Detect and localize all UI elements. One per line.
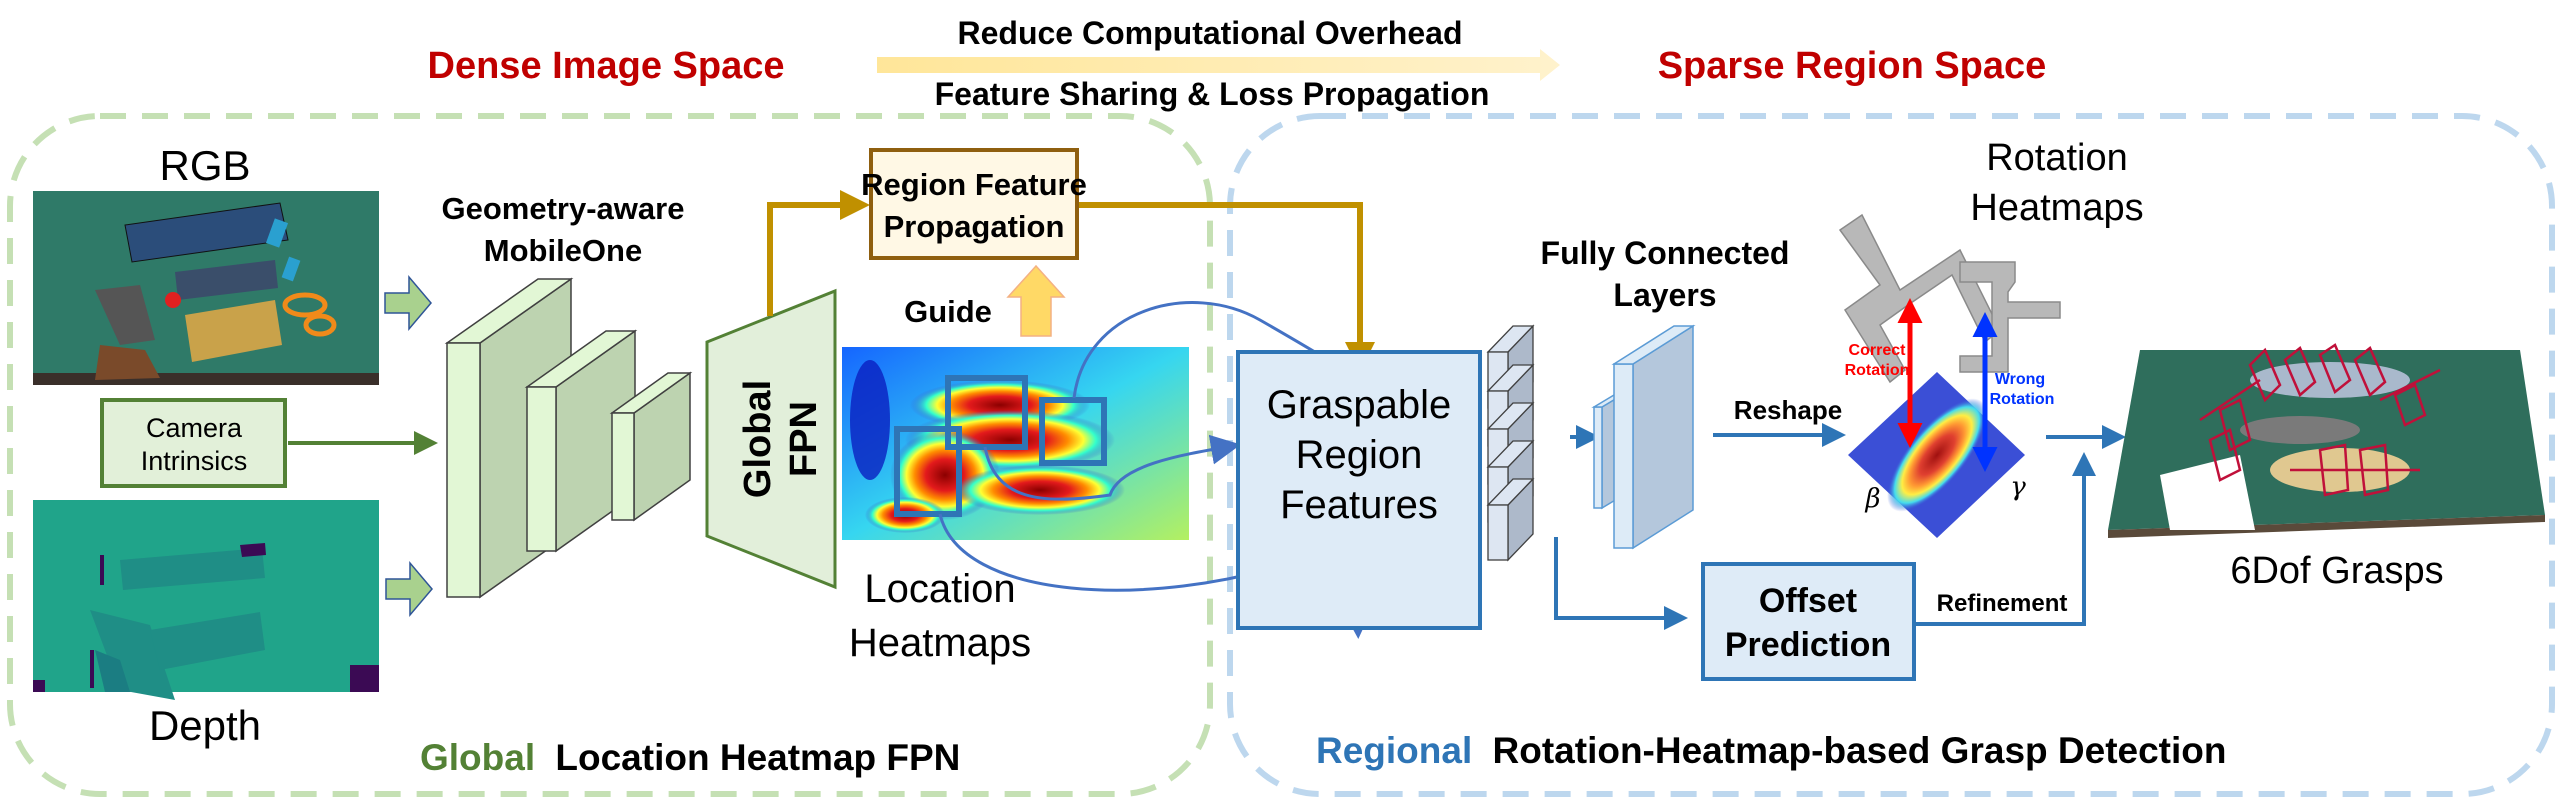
wrong-rotation-line2: Rotation — [1990, 391, 2055, 408]
rotation-heatmaps-label-line1: Rotation — [1986, 137, 2128, 179]
global-panel-title: Global Location Heatmap FPN — [420, 737, 960, 778]
region-feature-propagation-box: Region Feature Propagation — [861, 148, 1087, 260]
depth-label: Depth — [149, 702, 261, 749]
backbone-block-2 — [524, 329, 638, 553]
beta-symbol: β — [1864, 484, 1880, 514]
guide-label: Guide — [904, 294, 992, 329]
backbone-label-line1: Geometry-aware — [442, 191, 685, 226]
slices-to-offset-arrow — [1554, 537, 1688, 630]
region-feature-line1: Region Feature — [861, 167, 1087, 202]
grasps-label: 6Dof Grasps — [2230, 550, 2443, 592]
graspable-region-features-box: Graspable Region Features — [1236, 350, 1482, 630]
rgb-image — [33, 191, 379, 385]
fc-layer-large — [1611, 324, 1696, 550]
backbone-label-line2: MobileOne — [484, 233, 642, 268]
refinement-label: Refinement — [1937, 590, 2068, 617]
grasp-point-cloud-image — [2108, 343, 2545, 538]
regional-panel-title: Regional Rotation-Heatmap-based Grasp De… — [1316, 730, 2226, 771]
rgb-label: RGB — [159, 142, 250, 189]
feature-slices-stack — [1486, 324, 1535, 562]
backbone-block-3 — [609, 371, 693, 522]
feature-slice-5 — [1486, 477, 1535, 562]
reshape-label: Reshape — [1734, 395, 1842, 425]
wrong-rotation-line1: Wrong — [1995, 371, 2045, 388]
location-heatmap-image — [842, 347, 1189, 540]
offset-line1: Offset — [1759, 582, 1857, 620]
fc-label-line2: Layers — [1613, 277, 1716, 313]
correct-rotation-line1: Correct — [1849, 342, 1907, 359]
camera-intrinsics-line2: Intrinsics — [141, 446, 248, 476]
fpn-to-region-propagation-arrow — [767, 190, 870, 316]
rgb-input-arrow — [384, 274, 432, 332]
region-to-features-link-2 — [983, 434, 1241, 501]
rotation-heatmaps-label-line2: Heatmaps — [1970, 187, 2143, 229]
depth-image — [33, 500, 379, 700]
guide-arrow — [1006, 264, 1066, 337]
regional-panel-title-rest: Rotation-Heatmap-based Grasp Detection — [1493, 730, 2227, 771]
sparse-region-space-label: Sparse Region Space — [1658, 45, 2047, 87]
dense-image-space-label: Dense Image Space — [428, 45, 785, 87]
global-fpn-block: Global FPN — [705, 288, 837, 590]
reduce-overhead-label: Reduce Computational Overhead — [958, 15, 1463, 51]
refinement-arrow — [1916, 452, 2096, 626]
graspable-line3: Features — [1280, 483, 1438, 527]
gamma-symbol: γ — [2010, 472, 2026, 502]
camera-intrinsics-box: Camera Intrinsics — [100, 398, 287, 488]
feature-sharing-label: Feature Sharing & Loss Propagation — [935, 76, 1490, 112]
region-propagation-to-graspable-arrow — [1079, 202, 1375, 372]
rotation-gripper-correct-icon — [1838, 213, 2001, 384]
location-heatmap-label-line1: Location — [864, 567, 1015, 611]
global-panel-title-accent: Global — [420, 737, 535, 778]
region-feature-line2: Propagation — [884, 209, 1065, 244]
offset-line2: Prediction — [1725, 626, 1891, 664]
fc-label-line1: Fully Connected — [1541, 235, 1790, 271]
rotation-gripper-wrong-icon — [1959, 261, 2061, 373]
location-heatmap-label-line2: Heatmaps — [849, 621, 1031, 665]
offset-prediction-box: Offset Prediction — [1701, 562, 1916, 681]
space-transition-arrow — [877, 49, 1560, 81]
fpn-label-line2: FPN — [783, 401, 825, 477]
regional-panel-title-accent: Regional — [1316, 730, 1472, 771]
correct-rotation-line2: Rotation — [1845, 362, 1910, 379]
depth-input-arrow — [385, 560, 433, 618]
graspable-line2: Region — [1296, 433, 1423, 477]
fpn-label-line1: Global — [737, 380, 779, 498]
graspable-line1: Graspable — [1267, 383, 1452, 427]
global-panel-title-rest: Location Heatmap FPN — [555, 737, 960, 778]
camera-intrinsics-line1: Camera — [146, 413, 243, 443]
